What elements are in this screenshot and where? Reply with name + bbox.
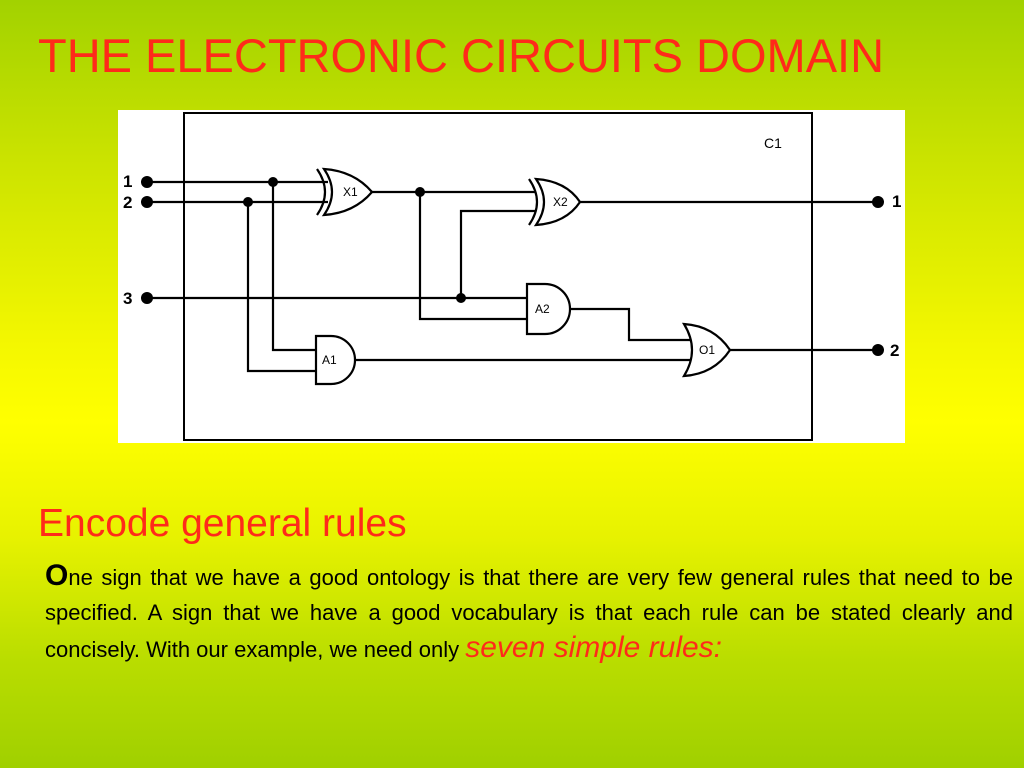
xor-gate-x2 (533, 177, 582, 227)
emphasis-phrase: seven simple rules: (465, 631, 723, 664)
junction-dot (268, 177, 278, 187)
xor-gate-x1-back (316, 168, 327, 216)
wire-branch-input-1-a1 (271, 182, 320, 352)
circuit-diagram: C1 1 2 3 1 2 X1 X2 A2 A1 O1 (118, 110, 905, 443)
section-heading: Encode general rules (38, 502, 407, 545)
terminal-input-2 (141, 196, 153, 208)
gate-label-a2: A2 (535, 302, 550, 316)
gate-label-x1: X1 (343, 185, 358, 199)
gate-label-x2: X2 (553, 195, 568, 209)
input-label-1: 1 (123, 172, 132, 191)
circuit-boundary (183, 112, 813, 441)
circuit-name-label: C1 (764, 135, 782, 151)
output-label-1: 1 (892, 192, 901, 211)
gate-label-o1: O1 (699, 343, 715, 357)
or-gate-o1 (681, 322, 732, 378)
terminal-output-1 (872, 196, 884, 208)
wire-a2-o1 (566, 307, 691, 342)
drop-cap: O (45, 559, 69, 592)
paragraph-text: ne sign that we have a good ontology is … (45, 565, 1013, 662)
terminal-input-3 (141, 292, 153, 304)
and-gate-a2 (525, 282, 572, 336)
junction-dot (415, 187, 425, 197)
input-label-2: 2 (123, 193, 132, 212)
gate-label-a1: A1 (322, 353, 337, 367)
terminal-input-1 (141, 176, 153, 188)
and-gate-a1 (314, 334, 357, 386)
xor-gate-x1 (321, 167, 374, 217)
wire-branch-input-3-x2 (459, 209, 536, 298)
slide-title: THE ELECTRONIC CIRCUITS DOMAIN (38, 29, 885, 82)
terminal-output-2 (872, 344, 884, 356)
wire-branch-input-2-a1 (246, 202, 320, 373)
junction-dot (243, 197, 253, 207)
junction-dot (456, 293, 466, 303)
input-label-3: 3 (123, 289, 132, 308)
wire-branch-x1-a2 (418, 192, 530, 321)
body-paragraph: One sign that we have a good ontology is… (45, 558, 1013, 667)
output-label-2: 2 (890, 341, 899, 360)
xor-gate-x2-back (528, 178, 539, 226)
